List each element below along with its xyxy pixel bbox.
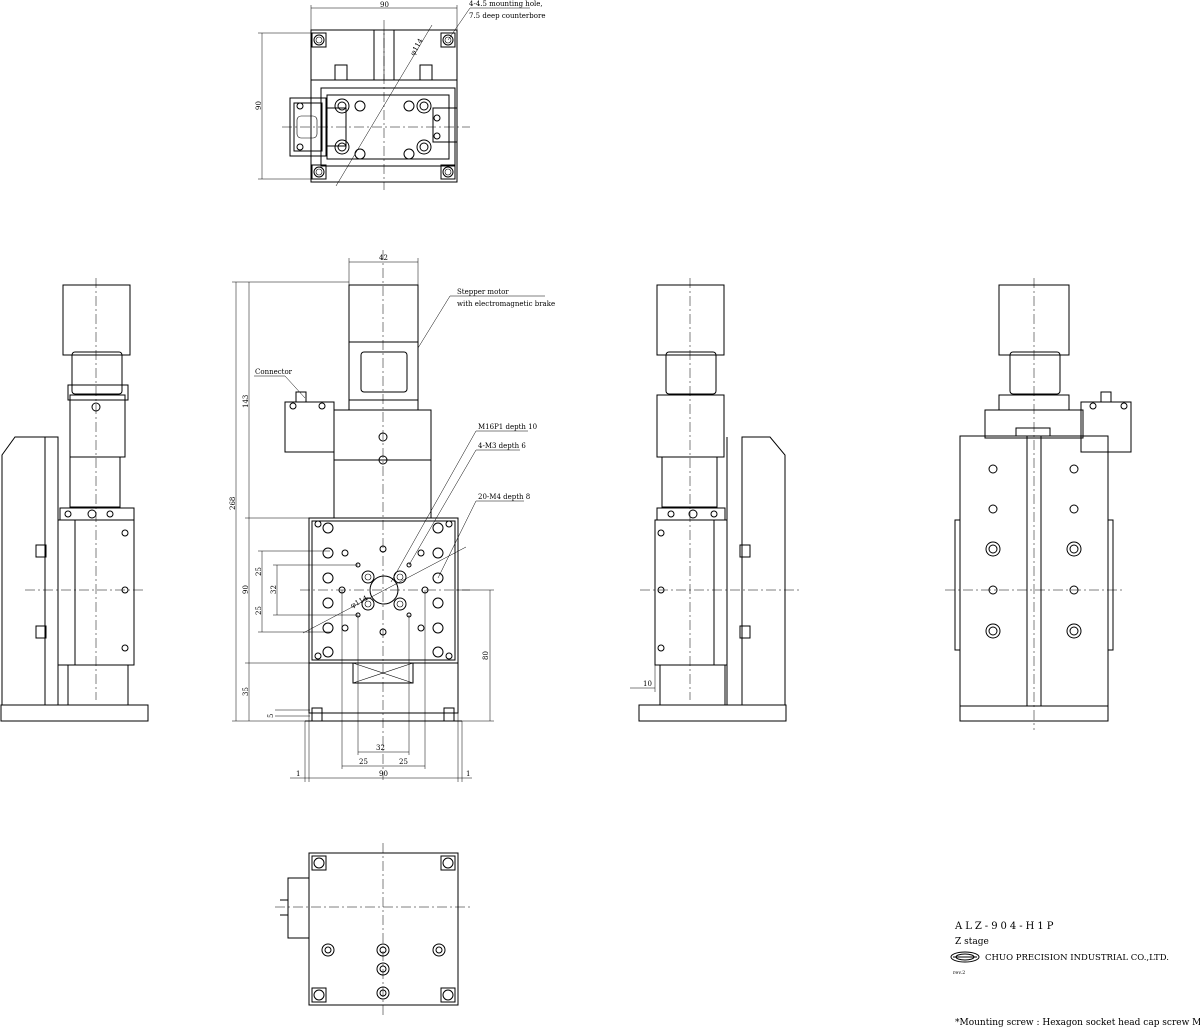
revision: rev.2 [953,970,965,976]
mounting-screw-footnote: *Mounting screw : Hexagon socket head ca… [955,1018,1200,1028]
top-view: φ114 90 90 4-4.5 mounting hole, 7.5 deep… [255,0,545,190]
bottom-view [275,843,470,1015]
front-view: φ114 42 268 143 90 35 5 25 [229,250,555,782]
front-note-m4: 20-M4 depth 8 [478,493,530,501]
front-dim-25c: 25 [359,758,368,766]
side-dim-10: 10 [643,680,652,688]
front-dim-total: 268 [229,497,237,510]
front-dim-base: 35 [242,687,250,696]
corner-hole [311,32,327,48]
front-dim-25a: 25 [255,567,263,576]
top-note-hole: 4-4.5 mounting hole, [469,0,543,8]
front-note-m16: M16P1 depth 10 [478,423,537,431]
front-note-motor2: with electromagnetic brake [457,300,555,308]
top-dim-diag: φ114 [409,37,425,57]
front-dim-80: 80 [482,651,490,660]
top-dim-height: 90 [255,101,263,110]
left-side-view [0,278,149,722]
top-dim-width: 90 [380,1,389,9]
front-dim-25b: 25 [255,606,263,615]
product-type: Z stage [955,937,989,947]
front-dim-motor-height: 143 [242,395,250,408]
front-dim-5: 5 [267,714,275,718]
front-dim-1b: 1 [466,770,470,778]
corner-hole [440,32,456,48]
front-dim-32v: 32 [270,585,278,594]
rear-view [945,278,1132,730]
top-note-counterbore: 7.5 deep counterbore [469,12,545,20]
front-dim-diag: φ114 [349,594,369,610]
model-number: ALZ-904-H1P [954,921,1056,932]
front-note-connector: Connector [255,368,293,376]
corner-hole [440,164,456,180]
front-dim-32h: 32 [376,744,385,752]
front-dim-bottom: 90 [379,770,388,778]
front-dim-25d: 25 [399,758,408,766]
front-dim-table: 90 [242,585,250,594]
company-logo [950,951,980,963]
front-note-m3: 4-M3 depth 6 [478,442,526,450]
company-name: CHUO PRECISION INDUSTRIAL CO.,LTD. [985,953,1169,963]
right-side-view: 10 [630,278,800,722]
corner-hole [311,164,327,180]
front-dim-1a: 1 [296,770,300,778]
title-block: ALZ-904-H1P Z stage CHUO PRECISION INDUS… [950,921,1169,976]
front-dim-motor: 42 [379,254,388,262]
front-note-motor1: Stepper motor [457,288,509,296]
